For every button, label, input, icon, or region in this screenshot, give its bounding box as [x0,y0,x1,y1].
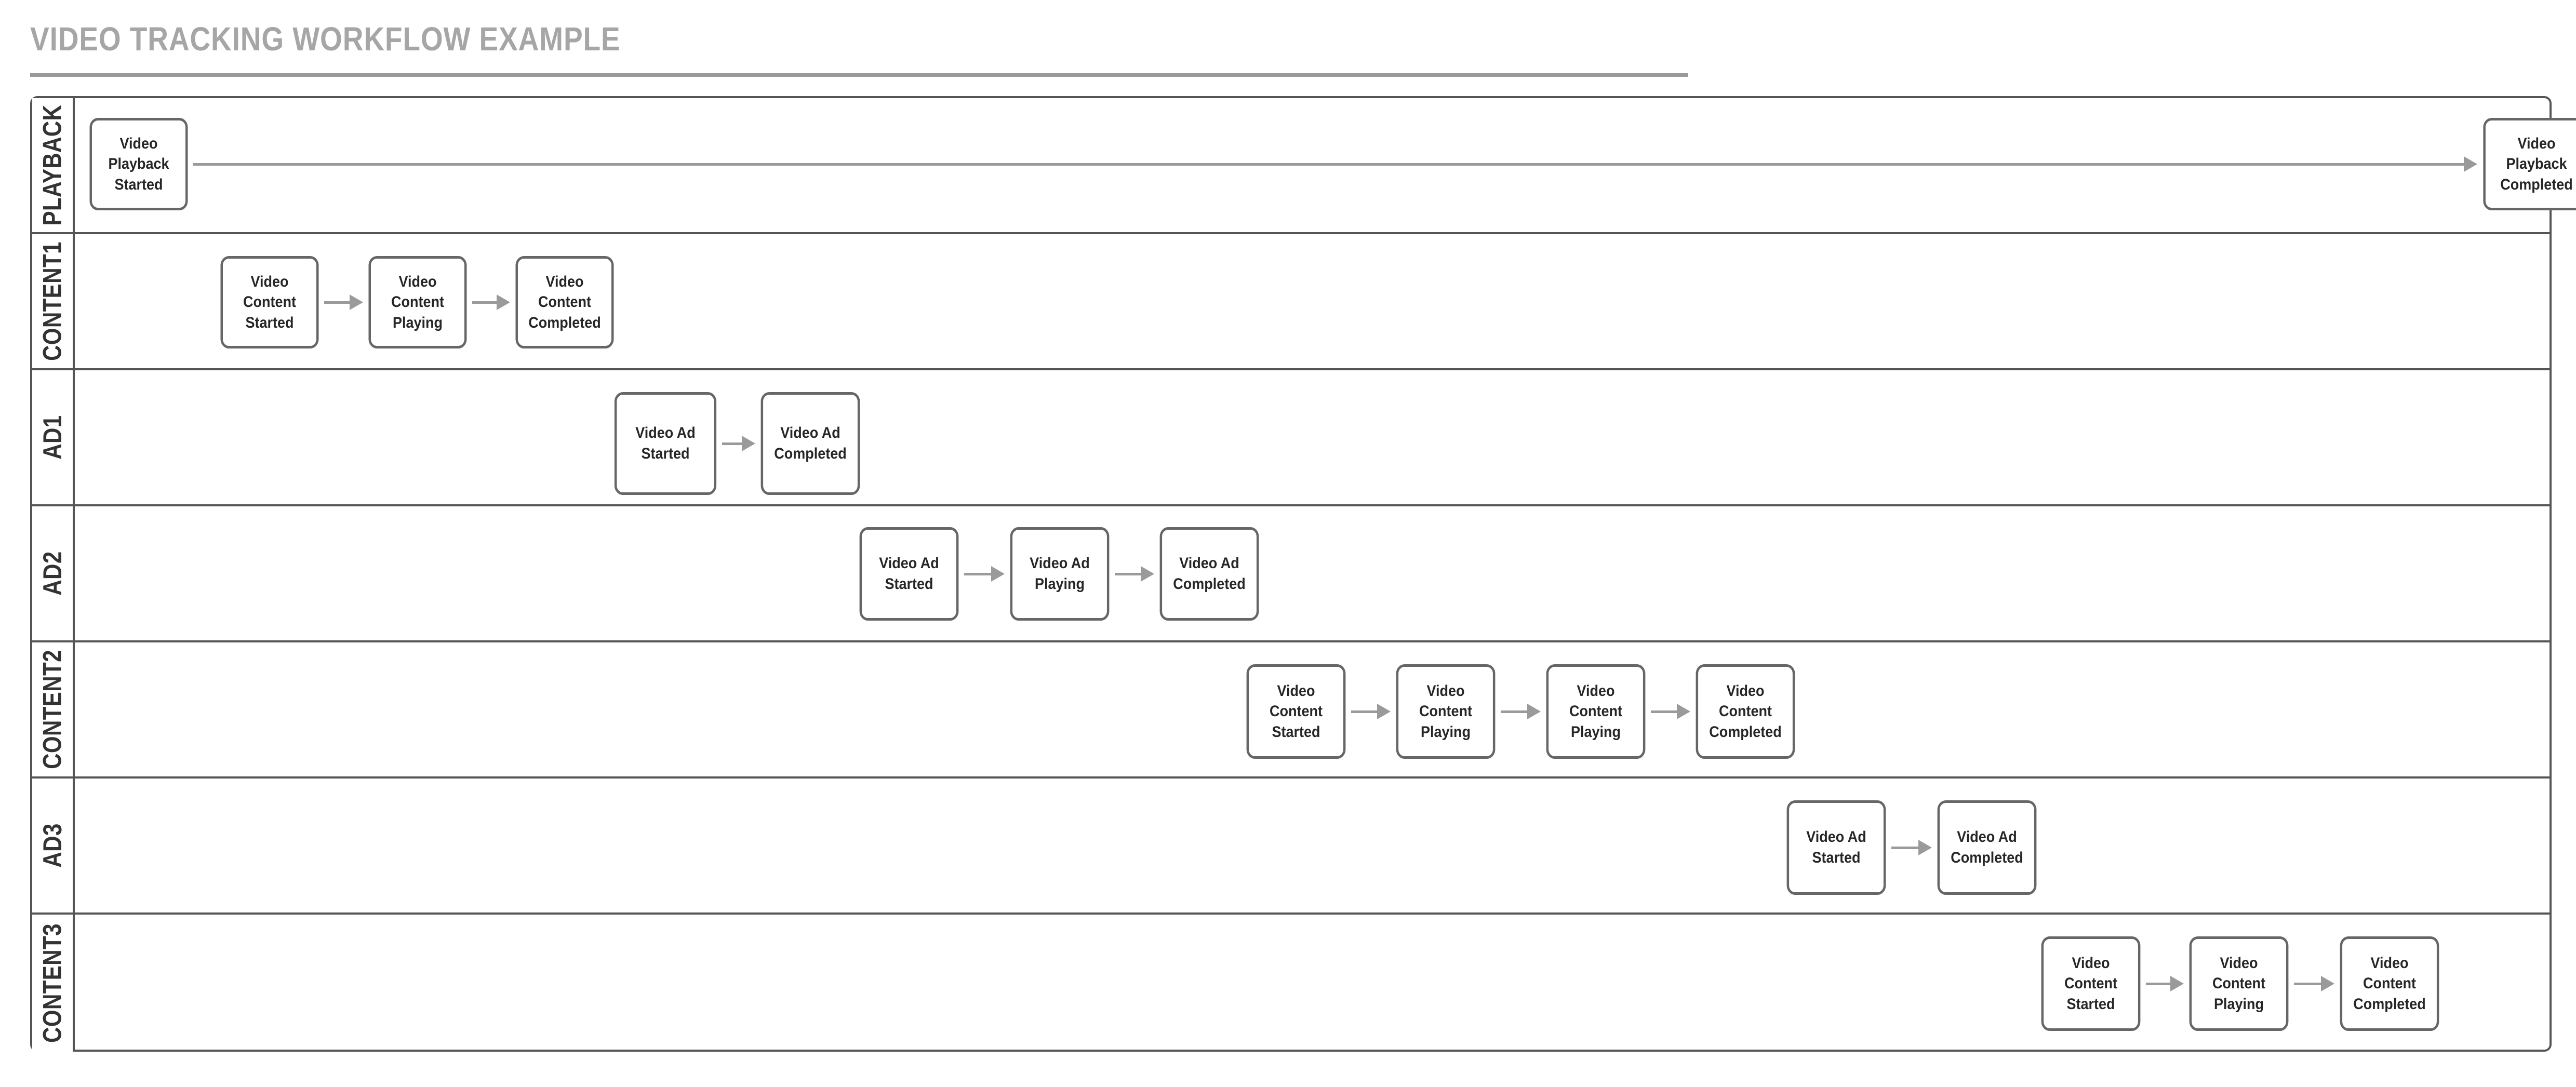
task-node[interactable]: Video Content Completed [2340,936,2439,1031]
swimlane-content3: CONTENT3Video Content StartedVideo Conte… [32,915,2550,1052]
lane-label: CONTENT2 [37,650,68,769]
swimlane-ad1: AD1 Video Ad Started Video Ad Completed [32,370,2550,506]
task-node-label: Video Ad Started [865,553,954,594]
connector-line [193,163,2465,166]
lane-body-ad1: Video Ad Started Video Ad Completed [75,370,2550,504]
arrow-head-icon [1677,704,1690,719]
arrow-head-icon [1918,840,1932,855]
connector-line [722,442,743,445]
task-node-label: Video Ad Completed [1165,553,1254,594]
lane-label: AD3 [37,823,68,867]
arrow-head-icon [497,294,510,310]
task-node-label: Video Content Completed [2345,953,2434,1015]
connector-line [1651,710,1678,713]
task-node[interactable]: Video Playback Started [90,118,188,210]
lane-header-content3: CONTENT3 [32,915,75,1052]
arrow-head-icon [2464,156,2477,172]
task-node-label: Video Content Started [1252,681,1341,743]
task-node[interactable]: Video Ad Started [860,527,959,621]
task-node-label: Video Ad Playing [1016,553,1104,594]
swimlane-content2: CONTENT2Video Content StartedVideo Conte… [32,642,2550,779]
task-node[interactable]: Video Ad Completed [761,392,860,495]
task-node-label: Video Content Completed [1701,681,1790,743]
swimlane-ad3: AD3 Video Ad Started Video Ad Completed [32,779,2550,915]
lane-header-playback: PLAYBACK [32,98,75,232]
task-node[interactable]: Video Content Playing [1396,664,1496,759]
connector-line [1115,573,1142,575]
lane-header-ad1: AD1 [32,370,75,504]
task-node-label: Video Content Started [2047,953,2135,1015]
lane-label: CONTENT3 [37,923,68,1043]
lane-body-content3: Video Content Started Video Content Playi… [75,915,2550,1052]
arrow-head-icon [350,294,363,310]
task-node[interactable]: Video Content Started [221,256,319,348]
connector-line [2146,983,2171,985]
arrow-head-icon [991,566,1005,582]
lane-header-content1: CONTENT1 [32,234,75,368]
task-node[interactable]: Video Content Completed [1696,664,1795,759]
swimlane-playback: PLAYBACKVideo Playback StartedVideo Play… [32,98,2550,234]
task-node[interactable]: Video Ad Started [1787,800,1886,895]
page-title: VIDEO TRACKING WORKFLOW EXAMPLE [30,20,621,58]
connector-line [964,573,992,575]
connector-line [1351,710,1378,713]
task-node-label: Video Ad Started [620,423,711,464]
arrow-head-icon [1527,704,1541,719]
task-node-label: Video Content Playing [1552,681,1640,743]
connector-line [472,301,498,304]
task-node[interactable]: Video Content Playing [2190,936,2289,1031]
arrow-head-icon [1377,704,1391,719]
lane-body-content1: Video Content Started Video Content Playi… [75,234,2550,368]
task-node[interactable]: Video Ad Completed [1938,800,2037,895]
swimlane-content1: CONTENT1Video Content StartedVideo Conte… [32,234,2550,370]
task-node-label: Video Playback Completed [2488,133,2576,195]
connector-line [2294,983,2322,985]
task-node-label: Video Ad Completed [1943,827,2032,868]
task-node[interactable]: Video Playback Completed [2483,118,2576,210]
lane-label: AD1 [37,415,68,459]
task-node-label: Video Playback Started [95,133,182,195]
swimlane-pool: PLAYBACKVideo Playback StartedVideo Play… [30,96,2552,1052]
task-node-label: Video Content Started [225,272,313,333]
title-divider [30,73,1688,77]
lane-body-ad3: Video Ad Started Video Ad Completed [75,779,2550,912]
arrow-head-icon [2170,976,2184,991]
task-node[interactable]: Video Content Playing [1546,664,1646,759]
task-node[interactable]: Video Ad Playing [1010,527,1110,621]
task-node-label: Video Content Playing [1402,681,1490,743]
connector-line [1501,710,1528,713]
task-node-label: Video Ad Completed [766,423,855,464]
task-node[interactable]: Video Content Started [2041,936,2141,1031]
task-node[interactable]: Video Content Playing [369,256,467,348]
task-node[interactable]: Video Ad Completed [1160,527,1259,621]
lane-label: CONTENT1 [37,241,68,361]
task-node-label: Video Ad Started [1792,827,1881,868]
lane-label: PLAYBACK [37,105,68,226]
task-node-label: Video Content Playing [2195,953,2284,1015]
task-node-label: Video Content Completed [520,272,608,333]
connector-line [324,301,351,304]
task-node[interactable]: Video Content Completed [516,256,614,348]
arrow-head-icon [742,436,755,451]
connector-line [1891,847,1919,849]
lane-body-playback: Video Playback StartedVideo Playback Com… [75,98,2550,232]
lane-header-ad3: AD3 [32,779,75,912]
task-node[interactable]: Video Ad Started [615,392,716,495]
lane-body-content2: Video Content Started Video Content Playi… [75,642,2550,776]
arrow-head-icon [2321,976,2334,991]
lane-header-content2: CONTENT2 [32,642,75,776]
task-node-label: Video Content Playing [373,272,461,333]
lane-label: AD2 [37,551,68,595]
task-node[interactable]: Video Content Started [1247,664,1346,759]
swimlane-ad2: AD2Video Ad StartedVideo Ad PlayingVideo… [32,506,2550,642]
arrow-head-icon [1141,566,1154,582]
lane-body-ad2: Video Ad Started Video Ad Playing Video Ad… [75,506,2550,640]
lane-header-ad2: AD2 [32,506,75,640]
